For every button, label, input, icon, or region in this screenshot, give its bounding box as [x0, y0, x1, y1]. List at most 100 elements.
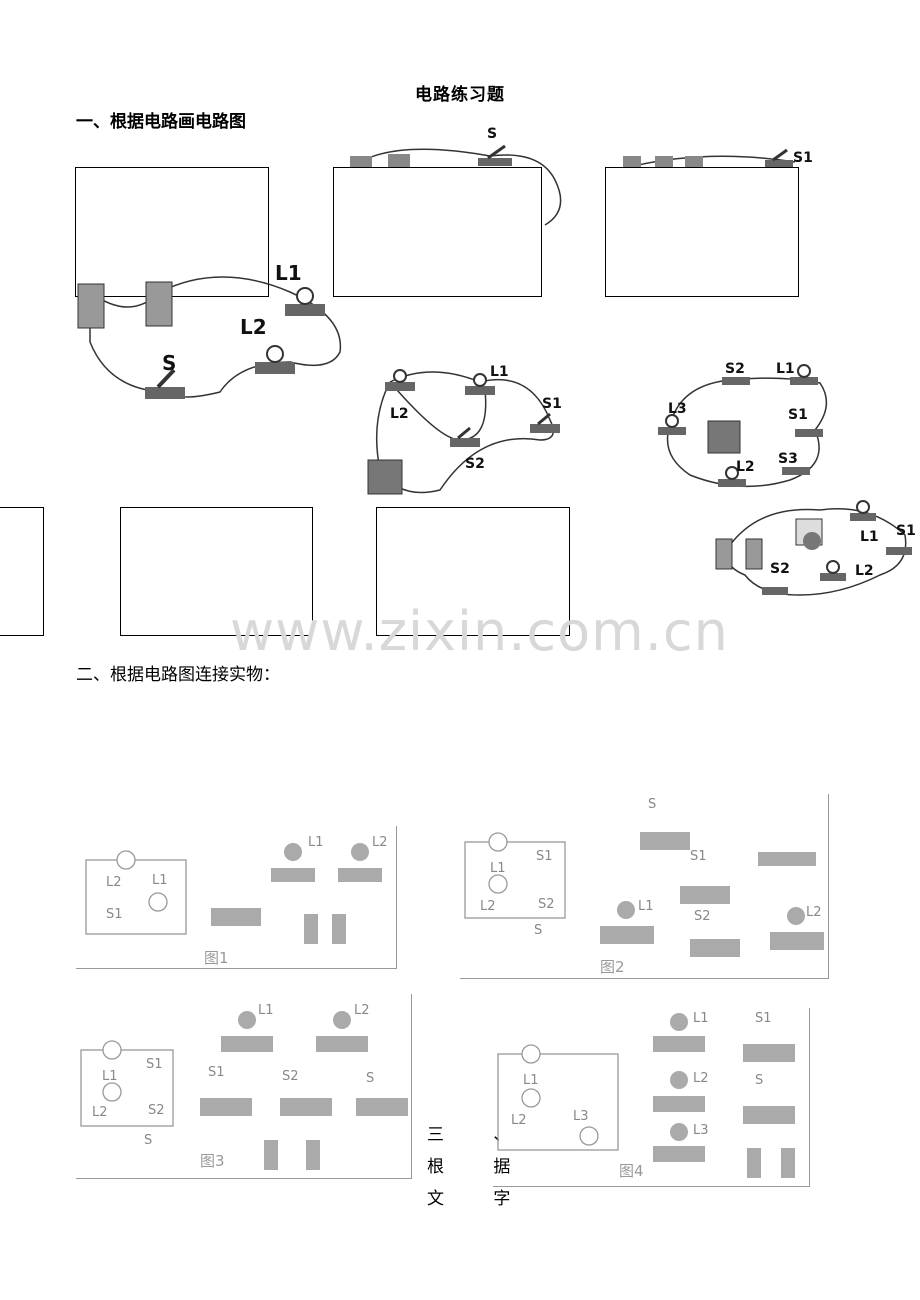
fig3-item-l1-label: L1 — [258, 1003, 274, 1018]
lamp-l1-label: L1 — [776, 361, 795, 377]
figure-3-frame — [76, 994, 412, 1179]
fig2-item-l1-label: L1 — [638, 899, 654, 914]
switch-icon — [743, 1044, 795, 1124]
lamp-l2-label: L2 — [736, 459, 755, 475]
answer-box-6[interactable] — [376, 507, 570, 636]
answer-box-3[interactable] — [605, 167, 799, 297]
fig4-item-l1-label: L1 — [693, 1011, 709, 1026]
fig2-s-label: S — [534, 923, 542, 938]
fig4-item-l2-label: L2 — [693, 1071, 709, 1086]
fig4-item-s1-label: S1 — [755, 1011, 772, 1026]
battery-icon — [304, 914, 346, 944]
fig2-l2-label: L2 — [480, 899, 496, 914]
figure-4-frame — [493, 1008, 810, 1187]
battery-icon — [264, 1140, 320, 1170]
fig3-s1-label: S1 — [146, 1057, 163, 1072]
lamp-l2-icon — [718, 466, 746, 487]
lamp-l1-label: L1 — [860, 529, 879, 545]
fig2-s2-label: S2 — [538, 897, 555, 912]
circuit-3: S1 — [623, 148, 813, 169]
fig3-l1-label: L1 — [102, 1069, 118, 1084]
fig3-l2-label: L2 — [92, 1105, 108, 1120]
battery-icon — [77, 281, 173, 329]
switch-icon — [640, 832, 740, 957]
fig4-l2-label: L2 — [511, 1113, 527, 1128]
circuit-6: L1 L2 S1 S2 — [715, 500, 916, 596]
page-title: 电路练习题 — [415, 85, 505, 105]
figure-1-frame — [76, 826, 397, 969]
lamp-l2-label: L2 — [390, 406, 409, 422]
lamp-l3-label: L3 — [668, 401, 687, 417]
lamp-l2-icon — [385, 369, 415, 391]
watermark: www.zixin.com.cn — [230, 600, 729, 663]
switch-s1-icon — [795, 429, 823, 437]
lamp-l1-label: L1 — [275, 262, 302, 285]
figure-4: L1 L2 L3 L1 L2 L3 S1 S 图4 — [497, 1011, 795, 1180]
circuit-2: S — [350, 126, 562, 226]
fig2-item-l2-label: L2 — [806, 905, 822, 920]
lamp-icon — [221, 1011, 368, 1052]
bell-icon — [795, 518, 823, 550]
figure-2: L1 L2 S1 S2 S S S1 L1 S2 L2 图2 — [464, 797, 824, 976]
fig1-caption: 图1 — [204, 949, 229, 967]
section-3-line-1: 三 、 — [427, 1125, 533, 1145]
lamp-l1-icon — [790, 364, 818, 385]
circuit-1: L1 L2 S — [77, 262, 342, 399]
switch-s3-label: S3 — [778, 451, 798, 467]
switch-s1-label: S1 — [793, 150, 813, 166]
lamp-icon — [271, 843, 382, 882]
fig3-s-label: S — [144, 1133, 152, 1148]
lamp-l2-label: L2 — [855, 563, 874, 579]
battery-icon — [623, 156, 703, 168]
battery-icon — [747, 1148, 795, 1178]
fig2-l1-label: L1 — [490, 861, 506, 876]
fig2-item-s1-label: S1 — [690, 849, 707, 864]
lamp-l1-icon — [850, 500, 876, 521]
fig4-l3-label: L3 — [573, 1109, 589, 1124]
fig3-item-s-label: S — [366, 1071, 374, 1086]
switch-s3-icon — [782, 467, 810, 475]
figure-2-frame — [460, 794, 829, 979]
fig1-item-l1-label: L1 — [308, 835, 324, 850]
section-1-heading: 一、根据电路画电路图 — [76, 112, 246, 132]
battery-icon — [367, 459, 403, 495]
answer-box-4[interactable] — [0, 507, 44, 636]
fig2-item-s2-label: S2 — [694, 909, 711, 924]
switch-label: S — [487, 126, 497, 142]
lamp-l2-icon — [255, 345, 295, 374]
fig1-item-l2-label: L2 — [372, 835, 388, 850]
switch-s2-label: S2 — [770, 561, 790, 577]
section-2-heading: 二、根据电路图连接实物： — [76, 665, 280, 685]
switch-s2-label: S2 — [725, 361, 745, 377]
lamp-l2-icon — [820, 560, 846, 581]
answer-box-5[interactable] — [120, 507, 313, 636]
fig1-l1-label: L1 — [152, 873, 168, 888]
lamp-icon — [600, 901, 824, 950]
fig3-s2-label: S2 — [148, 1103, 165, 1118]
switch-icon — [765, 148, 793, 167]
switch-icon — [200, 1098, 408, 1116]
battery-icon — [350, 154, 410, 170]
switch-s2-icon — [762, 587, 788, 595]
lamp-icon — [653, 1013, 705, 1162]
fig3-item-s1-label: S1 — [208, 1065, 225, 1080]
fig4-l1-label: L1 — [523, 1073, 539, 1088]
answer-box-2[interactable] — [333, 167, 542, 297]
switch-icon — [145, 368, 185, 399]
circuit-4: L1 L2 S1 S2 — [367, 364, 562, 495]
figure-3: L1 L2 S1 S2 S L1 L2 S1 S2 S 图3 — [80, 1003, 408, 1170]
fig4-item-l3-label: L3 — [693, 1123, 709, 1138]
switch-s2-label: S2 — [465, 456, 485, 472]
answer-box-1[interactable] — [75, 167, 269, 297]
fig3-caption: 图3 — [200, 1152, 225, 1170]
switch-label: S — [162, 351, 176, 375]
battery-icon — [715, 538, 763, 570]
lamp-l3-icon — [658, 414, 686, 435]
fig2-item-s-label: S — [648, 797, 656, 812]
switch-s1-icon — [886, 547, 912, 555]
switch-s2-icon — [722, 377, 750, 385]
battery-icon — [707, 420, 741, 454]
lamp-l2-label: L2 — [240, 315, 267, 339]
switch-icon — [211, 908, 261, 926]
battery-icon — [758, 852, 816, 866]
